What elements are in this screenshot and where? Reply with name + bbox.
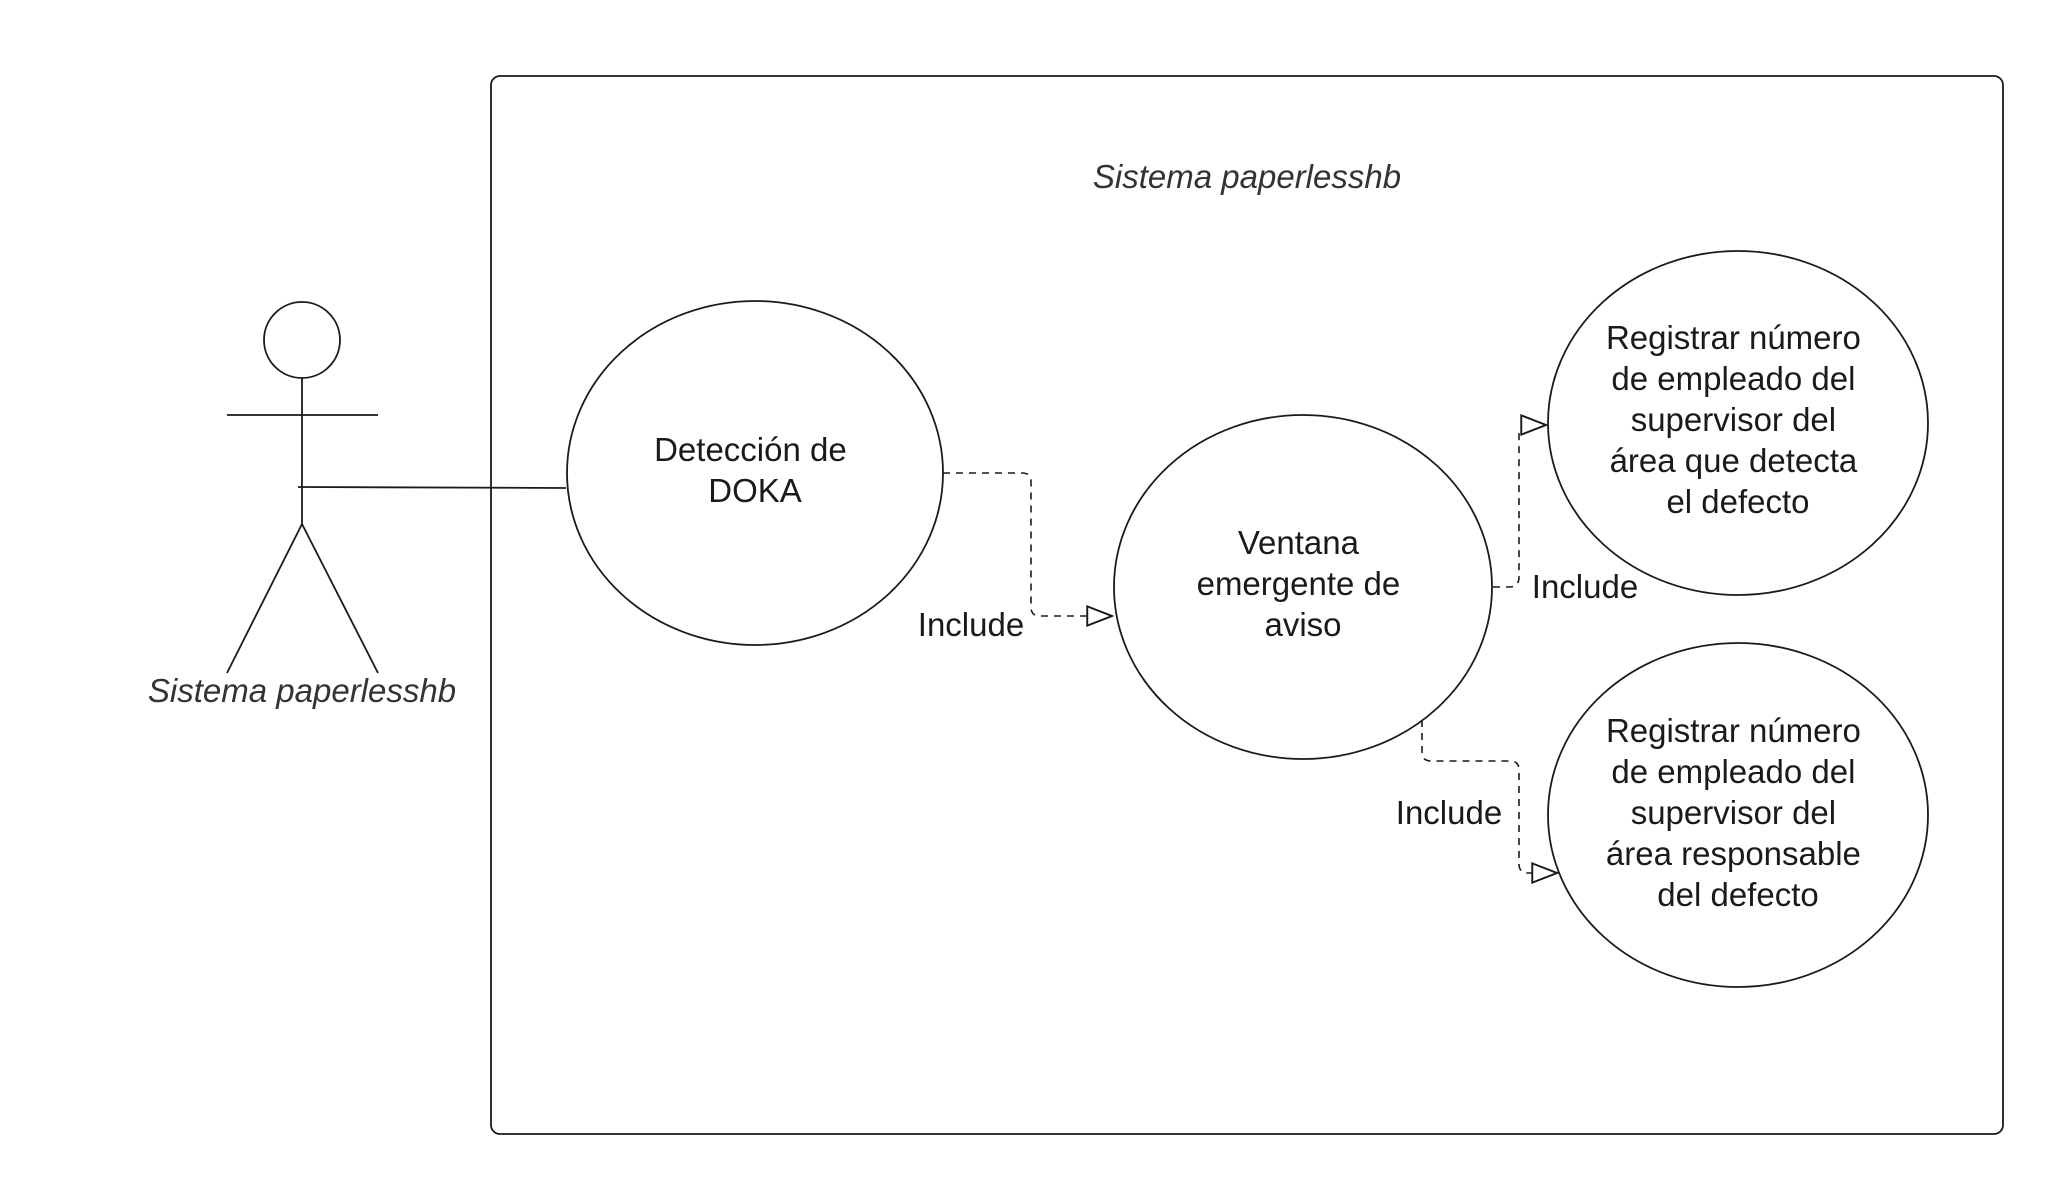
- use-case-ellipse: [566, 300, 944, 646]
- use-case-label-line: del defecto: [1657, 876, 1818, 913]
- include-arrow-ventana-registrar-detecta: [1493, 425, 1546, 588]
- use-case-label: Registrar número de empleado del supervi…: [1606, 319, 1870, 520]
- include-label: Include: [1532, 568, 1638, 605]
- use-case-label-line: de empleado del: [1611, 360, 1855, 397]
- use-case-deteccion-doka[interactable]: Detección de DOKA: [566, 300, 944, 646]
- system-title: Sistema paperlesshb: [1093, 158, 1401, 195]
- use-case-label-line: emergente de: [1197, 565, 1401, 602]
- actor-head: [263, 301, 341, 379]
- actor-left-leg: [226, 523, 303, 674]
- use-case-ellipse: [1113, 414, 1493, 760]
- use-case-label-line: área que detecta: [1610, 442, 1858, 479]
- use-case-label-line: Registrar número: [1606, 319, 1861, 356]
- actor-right-leg: [301, 523, 379, 674]
- include-label: Include: [1396, 794, 1502, 831]
- use-case-label-line: supervisor del: [1631, 794, 1836, 831]
- use-case-label-line: Detección de: [654, 431, 847, 468]
- include-label: Include: [918, 606, 1024, 643]
- use-case-label-line: Registrar número: [1606, 712, 1861, 749]
- use-case-label-line: área responsable: [1606, 835, 1861, 872]
- include-arrow-ventana-registrar-responsable: [1421, 720, 1557, 873]
- association-line: [297, 486, 567, 489]
- actor: [226, 301, 379, 674]
- use-case-label: Detección de DOKA: [654, 431, 856, 509]
- system-boundary: [490, 75, 2004, 1135]
- use-case-label: Registrar número de empleado del supervi…: [1606, 712, 1870, 913]
- use-case-registrar-supervisor-responsable[interactable]: Registrar número de empleado del supervi…: [1547, 642, 1929, 988]
- use-case-registrar-supervisor-detecta[interactable]: Registrar número de empleado del supervi…: [1547, 250, 1929, 596]
- use-case-label-line: el defecto: [1666, 483, 1809, 520]
- include-arrow-deteccion-ventana: [943, 472, 1112, 616]
- actor-name: Sistema paperlesshb: [148, 672, 456, 709]
- use-case-label-line: Ventana: [1238, 524, 1360, 561]
- use-case-label-line: aviso: [1264, 606, 1341, 643]
- use-case-ellipse: [1547, 250, 1929, 596]
- use-case-label-line: de empleado del: [1611, 753, 1855, 790]
- use-case-ventana-emergente[interactable]: Ventana emergente de aviso: [1113, 414, 1493, 760]
- use-case-ellipse: [1547, 642, 1929, 988]
- use-case-label: Ventana emergente de aviso: [1197, 524, 1410, 643]
- use-case-label-line: DOKA: [708, 472, 802, 509]
- use-case-label-line: supervisor del: [1631, 401, 1836, 438]
